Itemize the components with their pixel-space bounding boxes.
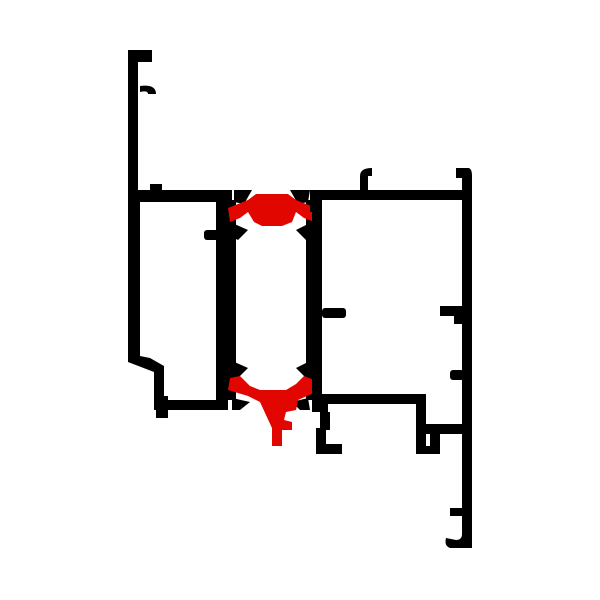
upper-left-claw [230, 222, 248, 240]
left-frame-profile [128, 50, 232, 418]
left-chamber-walls [128, 190, 232, 410]
right-bottom-right-hook [445, 500, 472, 548]
right-left-rib [322, 308, 346, 318]
left-chamber-inner-wall [216, 196, 228, 406]
center-right-wall [306, 200, 316, 400]
right-bottom-center-post [430, 430, 440, 446]
right-frame-profile [310, 168, 472, 548]
right-side-rib [440, 306, 462, 324]
right-bottom-right-clip [450, 508, 464, 516]
lower-left-claw [230, 360, 248, 378]
thermal-break-strips [228, 194, 316, 446]
right-side-small-rib [450, 370, 464, 380]
right-chamber-bottom-wall [312, 394, 470, 434]
right-bottom-left-clip [316, 428, 342, 454]
left-frame-top-rib [150, 184, 162, 194]
top-left-jaw [234, 190, 252, 204]
right-chamber-right-wall [462, 190, 472, 544]
right-bottom-left-hook [320, 412, 330, 430]
left-frame-foot [156, 396, 168, 418]
lower-right-claw [296, 360, 312, 378]
bottom-left-jaw [232, 398, 250, 410]
left-frame-outer-wall [128, 50, 152, 196]
upper-right-claw [296, 222, 312, 240]
lower-thermal-break [228, 376, 316, 446]
right-top-left-hook [360, 168, 372, 194]
right-bottom-center-clip [416, 432, 440, 454]
right-chamber-left-wall [312, 200, 322, 402]
top-right-jaw [290, 190, 310, 204]
center-left-wall [226, 200, 236, 400]
left-frame-top-hook [140, 85, 156, 94]
left-inner-tab [204, 230, 220, 240]
right-chamber-top-wall [310, 190, 472, 212]
upper-thermal-break [228, 194, 316, 226]
right-top-right-hook [456, 168, 472, 192]
